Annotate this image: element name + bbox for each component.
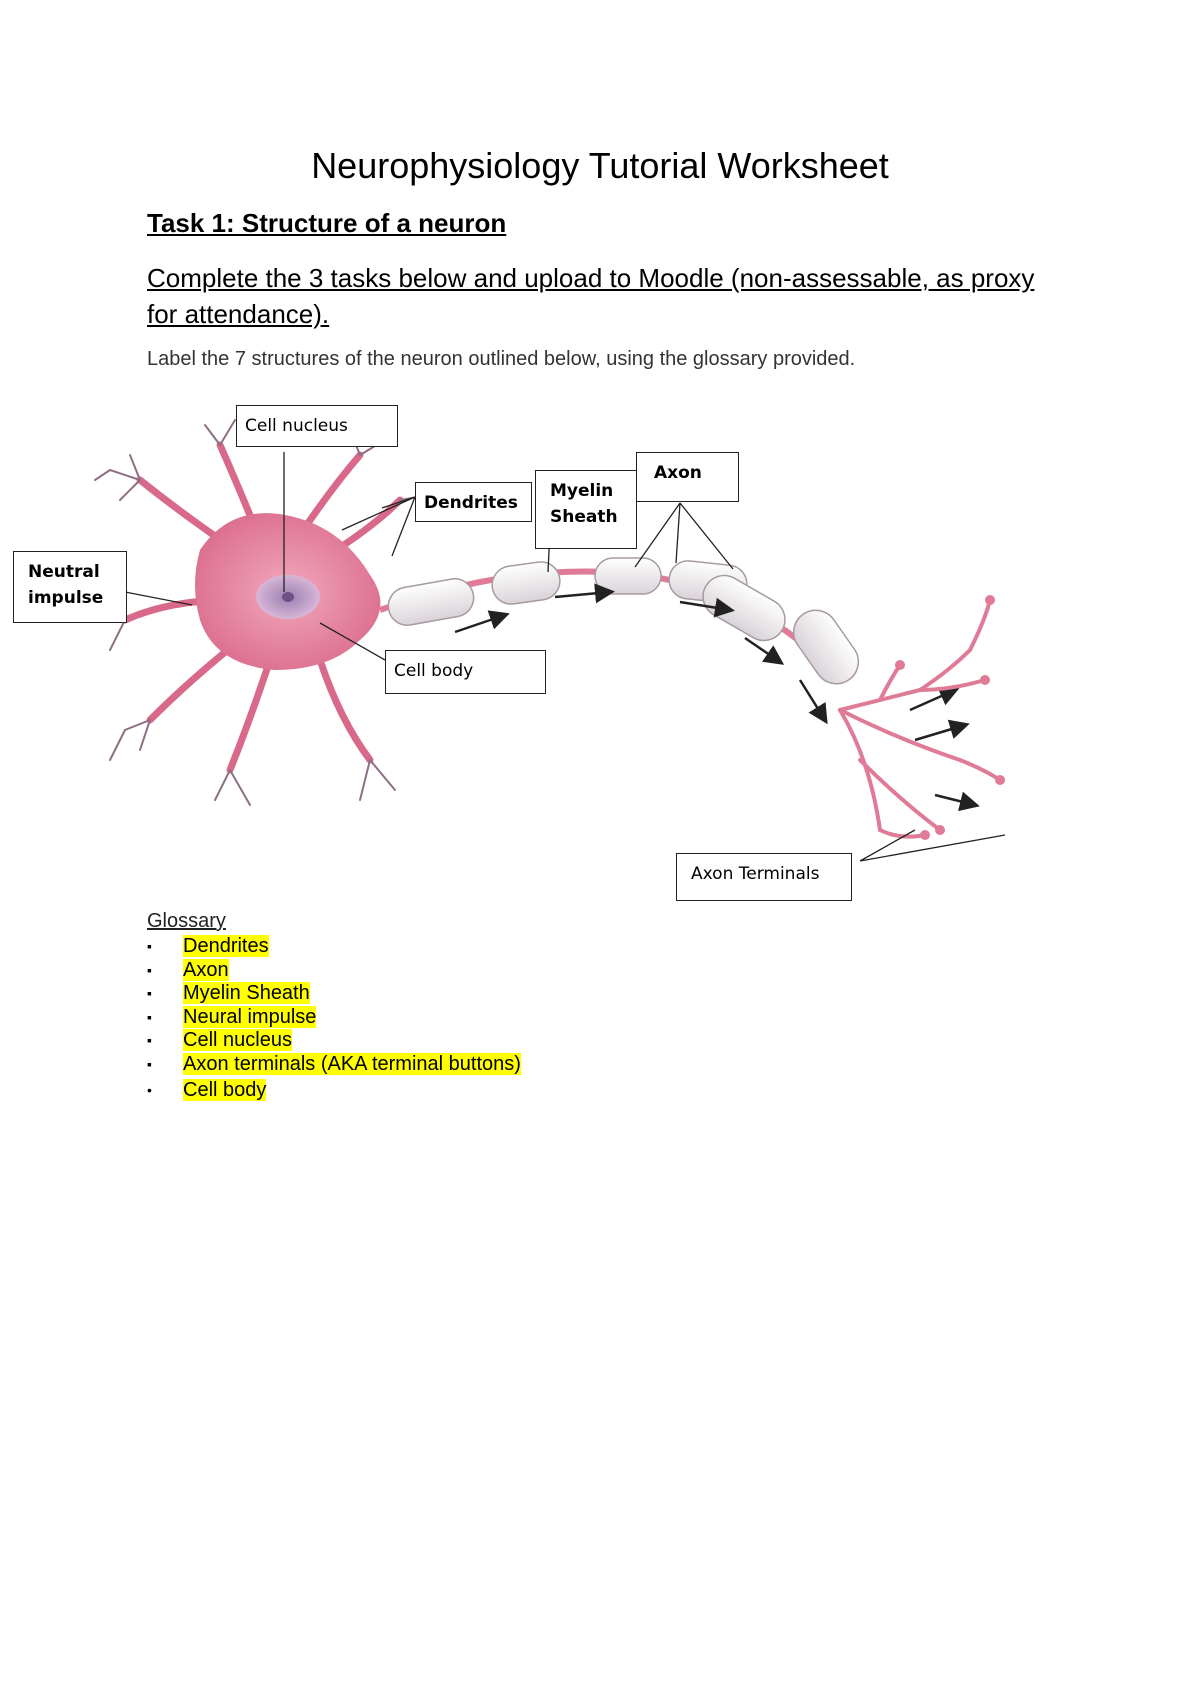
task-heading: Task 1: Structure of a neuron	[147, 208, 507, 238]
bullet-icon: ▪	[147, 1008, 152, 1025]
label-neutral-impulse: Neutral impulse	[13, 551, 127, 623]
bullet-icon: ▪	[147, 961, 152, 978]
list-item: •Cell body	[147, 1079, 267, 1101]
glossary-title: Glossary	[147, 910, 226, 932]
bullet-icon: •	[147, 1082, 152, 1098]
label-axon: Axon	[636, 452, 739, 502]
bullet-icon: ▪	[147, 1032, 152, 1048]
instructions: Complete the 3 tasks below and upload to…	[147, 263, 1035, 329]
neuron-diagram	[89, 419, 1006, 862]
list-item: ▪Axon	[147, 958, 229, 981]
list-item: ▪Myelin Sheath	[147, 982, 310, 1004]
page-title: Neurophysiology Tutorial Worksheet	[311, 145, 889, 186]
list-item: ▪Axon terminals (AKA terminal buttons)	[147, 1052, 521, 1075]
label-axon-terminals: Axon Terminals	[676, 853, 852, 901]
glossary-list: ▪Dendrites ▪Axon ▪Myelin Sheath ▪Neural …	[147, 935, 521, 1103]
label-dendrites: Dendrites	[415, 482, 532, 522]
label-myelin-sheath: Myelin Sheath	[535, 470, 637, 549]
list-item: ▪Neural impulse	[147, 1005, 317, 1028]
axon-terminals-graphic	[838, 598, 1002, 839]
labelling-prompt: Label the 7 structures of the neuron out…	[147, 348, 856, 370]
bullet-icon: ▪	[147, 938, 152, 954]
bullet-icon: ▪	[147, 1055, 152, 1072]
label-cell-nucleus: Cell nucleus	[236, 405, 398, 447]
myelin-segments	[387, 557, 860, 685]
list-item: ▪Dendrites	[147, 935, 269, 957]
bullet-icon: ▪	[147, 985, 152, 1001]
glossary: Glossary ▪Dendrites ▪Axon ▪Myelin Sheath…	[147, 910, 521, 1103]
list-item: ▪Cell nucleus	[147, 1029, 292, 1051]
label-cell-body: Cell body	[385, 650, 546, 694]
